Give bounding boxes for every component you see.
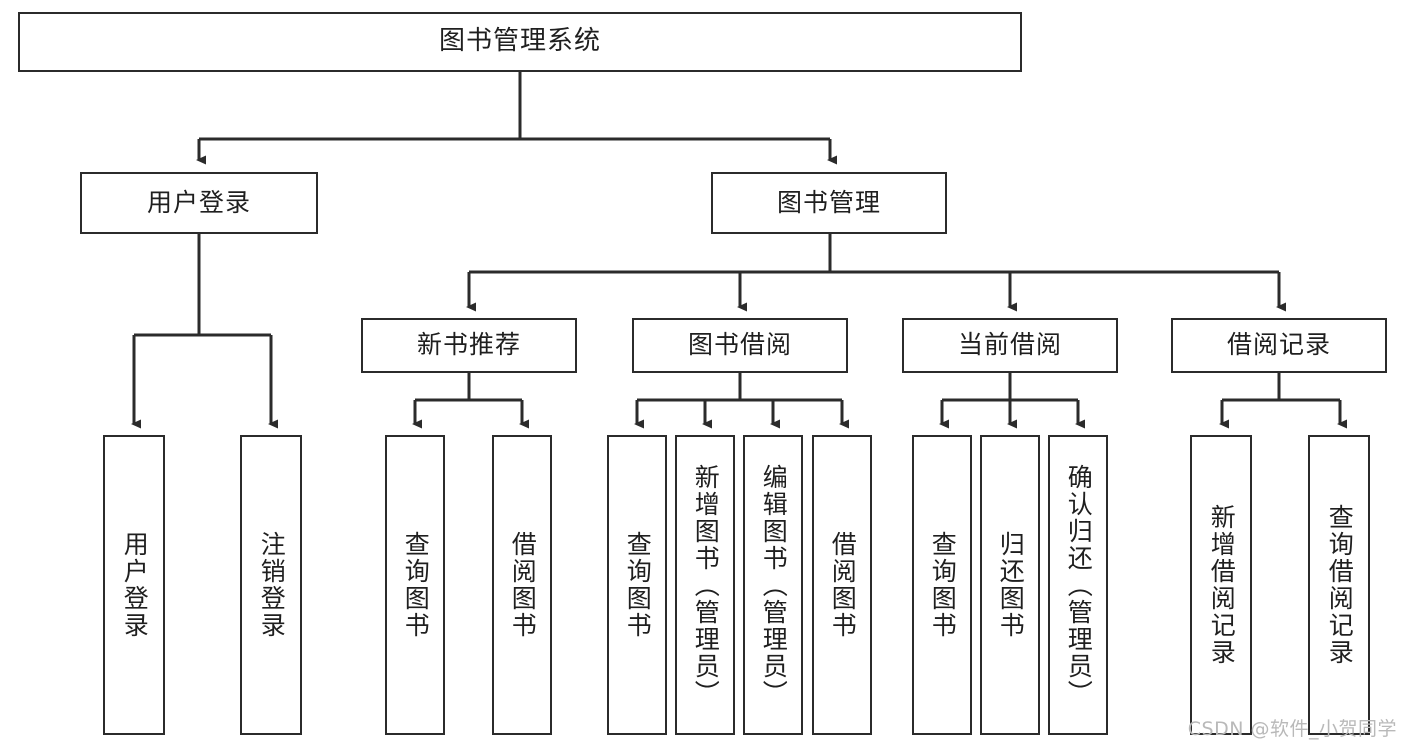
node-root[interactable]: 图书管理系统	[18, 12, 1022, 72]
node-book-borrow[interactable]: 图书借阅	[632, 318, 848, 373]
leaf-borrow-book-recommend-label: 借阅图书	[508, 531, 538, 639]
watermark: CSDN @软件_小贺同学	[1187, 718, 1397, 740]
leaf-query-book-current-label: 查询图书	[928, 531, 958, 639]
node-user-login[interactable]: 用户登录	[80, 172, 318, 234]
leaf-add-borrow-record-label: 新增借阅记录	[1207, 504, 1237, 666]
leaf-user-login[interactable]: 用户登录	[103, 435, 165, 735]
node-borrow-record-label: 借阅记录	[1226, 330, 1331, 360]
node-user-login-label: 用户登录	[146, 187, 251, 217]
leaf-query-borrow-record[interactable]: 查询借阅记录	[1308, 435, 1370, 735]
node-book-management-label: 图书管理	[776, 187, 881, 217]
node-current-borrow[interactable]: 当前借阅	[902, 318, 1118, 373]
leaf-query-book-current[interactable]: 查询图书	[912, 435, 972, 735]
node-new-book-recommend-label: 新书推荐	[416, 330, 521, 360]
leaf-borrow-book-recommend[interactable]: 借阅图书	[492, 435, 552, 735]
leaf-query-book-borrow-label: 查询图书	[623, 531, 653, 639]
leaf-borrow-book[interactable]: 借阅图书	[812, 435, 872, 735]
node-borrow-record[interactable]: 借阅记录	[1171, 318, 1387, 373]
leaf-query-book-recommend[interactable]: 查询图书	[385, 435, 445, 735]
leaf-add-book-admin-label: 新增图书（管理员）	[691, 463, 721, 707]
leaf-logout-label: 注销登录	[257, 531, 287, 639]
node-new-book-recommend[interactable]: 新书推荐	[361, 318, 577, 373]
leaf-add-borrow-record[interactable]: 新增借阅记录	[1190, 435, 1252, 735]
leaf-edit-book-admin[interactable]: 编辑图书（管理员）	[743, 435, 803, 735]
node-root-label: 图书管理系统	[438, 26, 601, 57]
leaf-confirm-return-admin[interactable]: 确认归还（管理员）	[1048, 435, 1108, 735]
node-book-borrow-label: 图书借阅	[687, 330, 792, 360]
leaf-query-book-borrow[interactable]: 查询图书	[607, 435, 667, 735]
leaf-return-book[interactable]: 归还图书	[980, 435, 1040, 735]
leaf-logout[interactable]: 注销登录	[240, 435, 302, 735]
leaf-return-book-label: 归还图书	[996, 531, 1026, 639]
node-book-management[interactable]: 图书管理	[711, 172, 947, 234]
node-current-borrow-label: 当前借阅	[957, 330, 1062, 360]
leaf-confirm-return-admin-label: 确认归还（管理员）	[1064, 463, 1094, 707]
leaf-query-book-recommend-label: 查询图书	[401, 531, 431, 639]
leaf-query-borrow-record-label: 查询借阅记录	[1325, 504, 1355, 666]
leaf-add-book-admin[interactable]: 新增图书（管理员）	[675, 435, 735, 735]
leaf-edit-book-admin-label: 编辑图书（管理员）	[759, 463, 789, 707]
leaf-user-login-label: 用户登录	[120, 531, 150, 639]
leaf-borrow-book-label: 借阅图书	[828, 531, 858, 639]
